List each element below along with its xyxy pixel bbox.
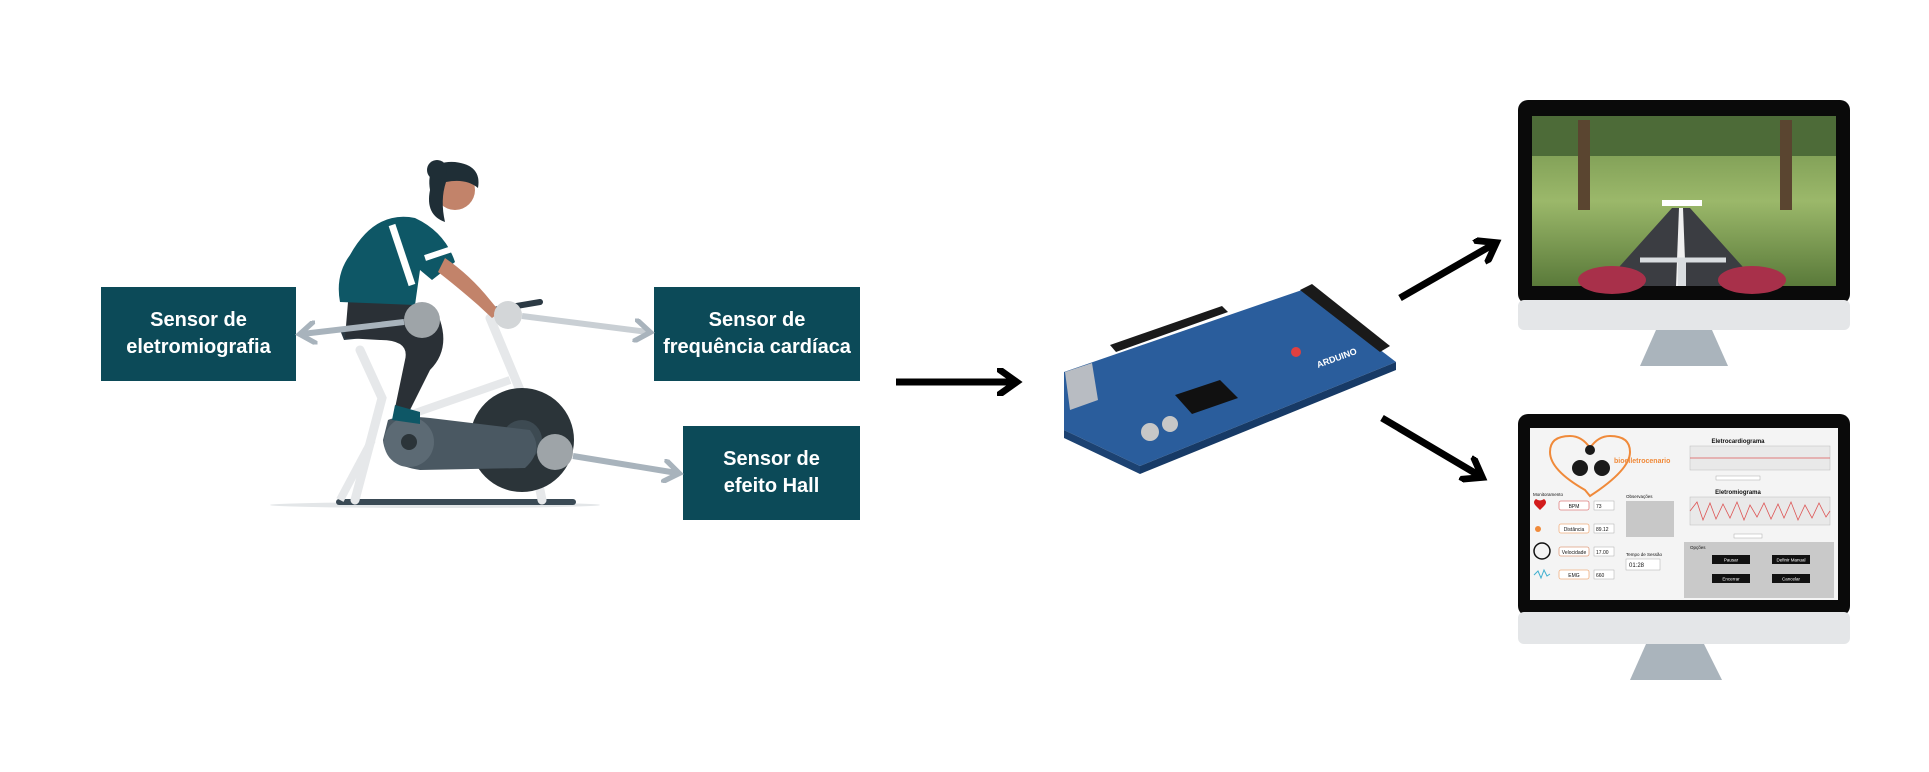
pause-button-label: Pausar xyxy=(1724,558,1739,563)
metric-speed-value: 17.00 xyxy=(1596,550,1609,556)
observations-field[interactable] xyxy=(1626,501,1674,537)
metric-emg: EMG 660 xyxy=(1533,568,1615,580)
metric-bpm-label: BPM xyxy=(1569,504,1580,510)
emg-sensor-box: Sensor de eletromiografia xyxy=(101,287,296,381)
emg-sensor-marker xyxy=(404,302,440,338)
monitoring-label: Monitoramento xyxy=(1533,492,1564,497)
heart-rate-sensor-line1: Sensor de xyxy=(708,309,806,331)
cancel-button-label: Cancelar xyxy=(1782,577,1801,582)
heart-rate-sensor-line2: frequência cardíaca xyxy=(663,336,851,358)
metric-distance-value: 89.12 xyxy=(1596,527,1609,533)
game-monitor xyxy=(1518,100,1850,366)
metric-bpm: BPM 73 xyxy=(1534,499,1615,511)
heart-rate-sensor-marker xyxy=(494,301,522,329)
heart-rate-arrow xyxy=(521,313,648,332)
heart-rate-sensor-box: Sensor de frequência cardíaca xyxy=(654,287,860,381)
metric-distance: Distância 89.12 xyxy=(1535,523,1615,534)
metric-distance-label: Distância xyxy=(1564,527,1585,533)
session-time-label: Tempo de Sessão xyxy=(1626,552,1663,557)
session-time-value: 01:28 xyxy=(1629,563,1645,569)
define-manual-button[interactable] xyxy=(1772,555,1810,564)
options-panel xyxy=(1684,542,1834,598)
metric-bpm-value: 73 xyxy=(1596,504,1602,510)
metric-speed: Velocidade 17.00 xyxy=(1533,542,1615,560)
hall-sensor-line1: Sensor de xyxy=(723,448,820,470)
app-brand: bioelletrocenario xyxy=(1614,458,1670,465)
hall-sensor-marker xyxy=(537,434,573,470)
hall-arrow xyxy=(572,453,677,473)
emg-chart-title: Eletromiograma xyxy=(1715,490,1761,496)
hall-sensor-box: Sensor de efeito Hall xyxy=(683,426,860,520)
cancel-button[interactable] xyxy=(1772,574,1810,583)
define-manual-button-label: Definir Manual xyxy=(1776,558,1805,563)
arduino-board: ARDUINO xyxy=(1064,284,1396,474)
pause-button[interactable] xyxy=(1712,555,1750,564)
emg-arrow xyxy=(302,319,405,334)
emg-sensor-line1: Sensor de xyxy=(150,309,247,331)
app-monitor: bioelletrocenario Eletrocardiograma Elet… xyxy=(1518,414,1850,680)
observations-label: Observações xyxy=(1626,494,1653,499)
emg-sensor-line2: eletromiografia xyxy=(126,336,271,358)
options-label: Opções xyxy=(1690,545,1706,550)
end-button[interactable] xyxy=(1712,574,1750,583)
arduino-to-game-arrow xyxy=(1398,244,1494,302)
metric-emg-label: EMG xyxy=(1568,573,1580,579)
arduino-to-app-arrow xyxy=(1380,414,1480,476)
hall-sensor-line2: efeito Hall xyxy=(723,475,820,497)
metric-emg-value: 660 xyxy=(1596,573,1605,579)
end-button-label: Encerrar xyxy=(1722,577,1740,582)
metric-speed-label: Velocidade xyxy=(1562,550,1587,556)
ecg-title: Eletrocardiograma xyxy=(1711,439,1765,445)
